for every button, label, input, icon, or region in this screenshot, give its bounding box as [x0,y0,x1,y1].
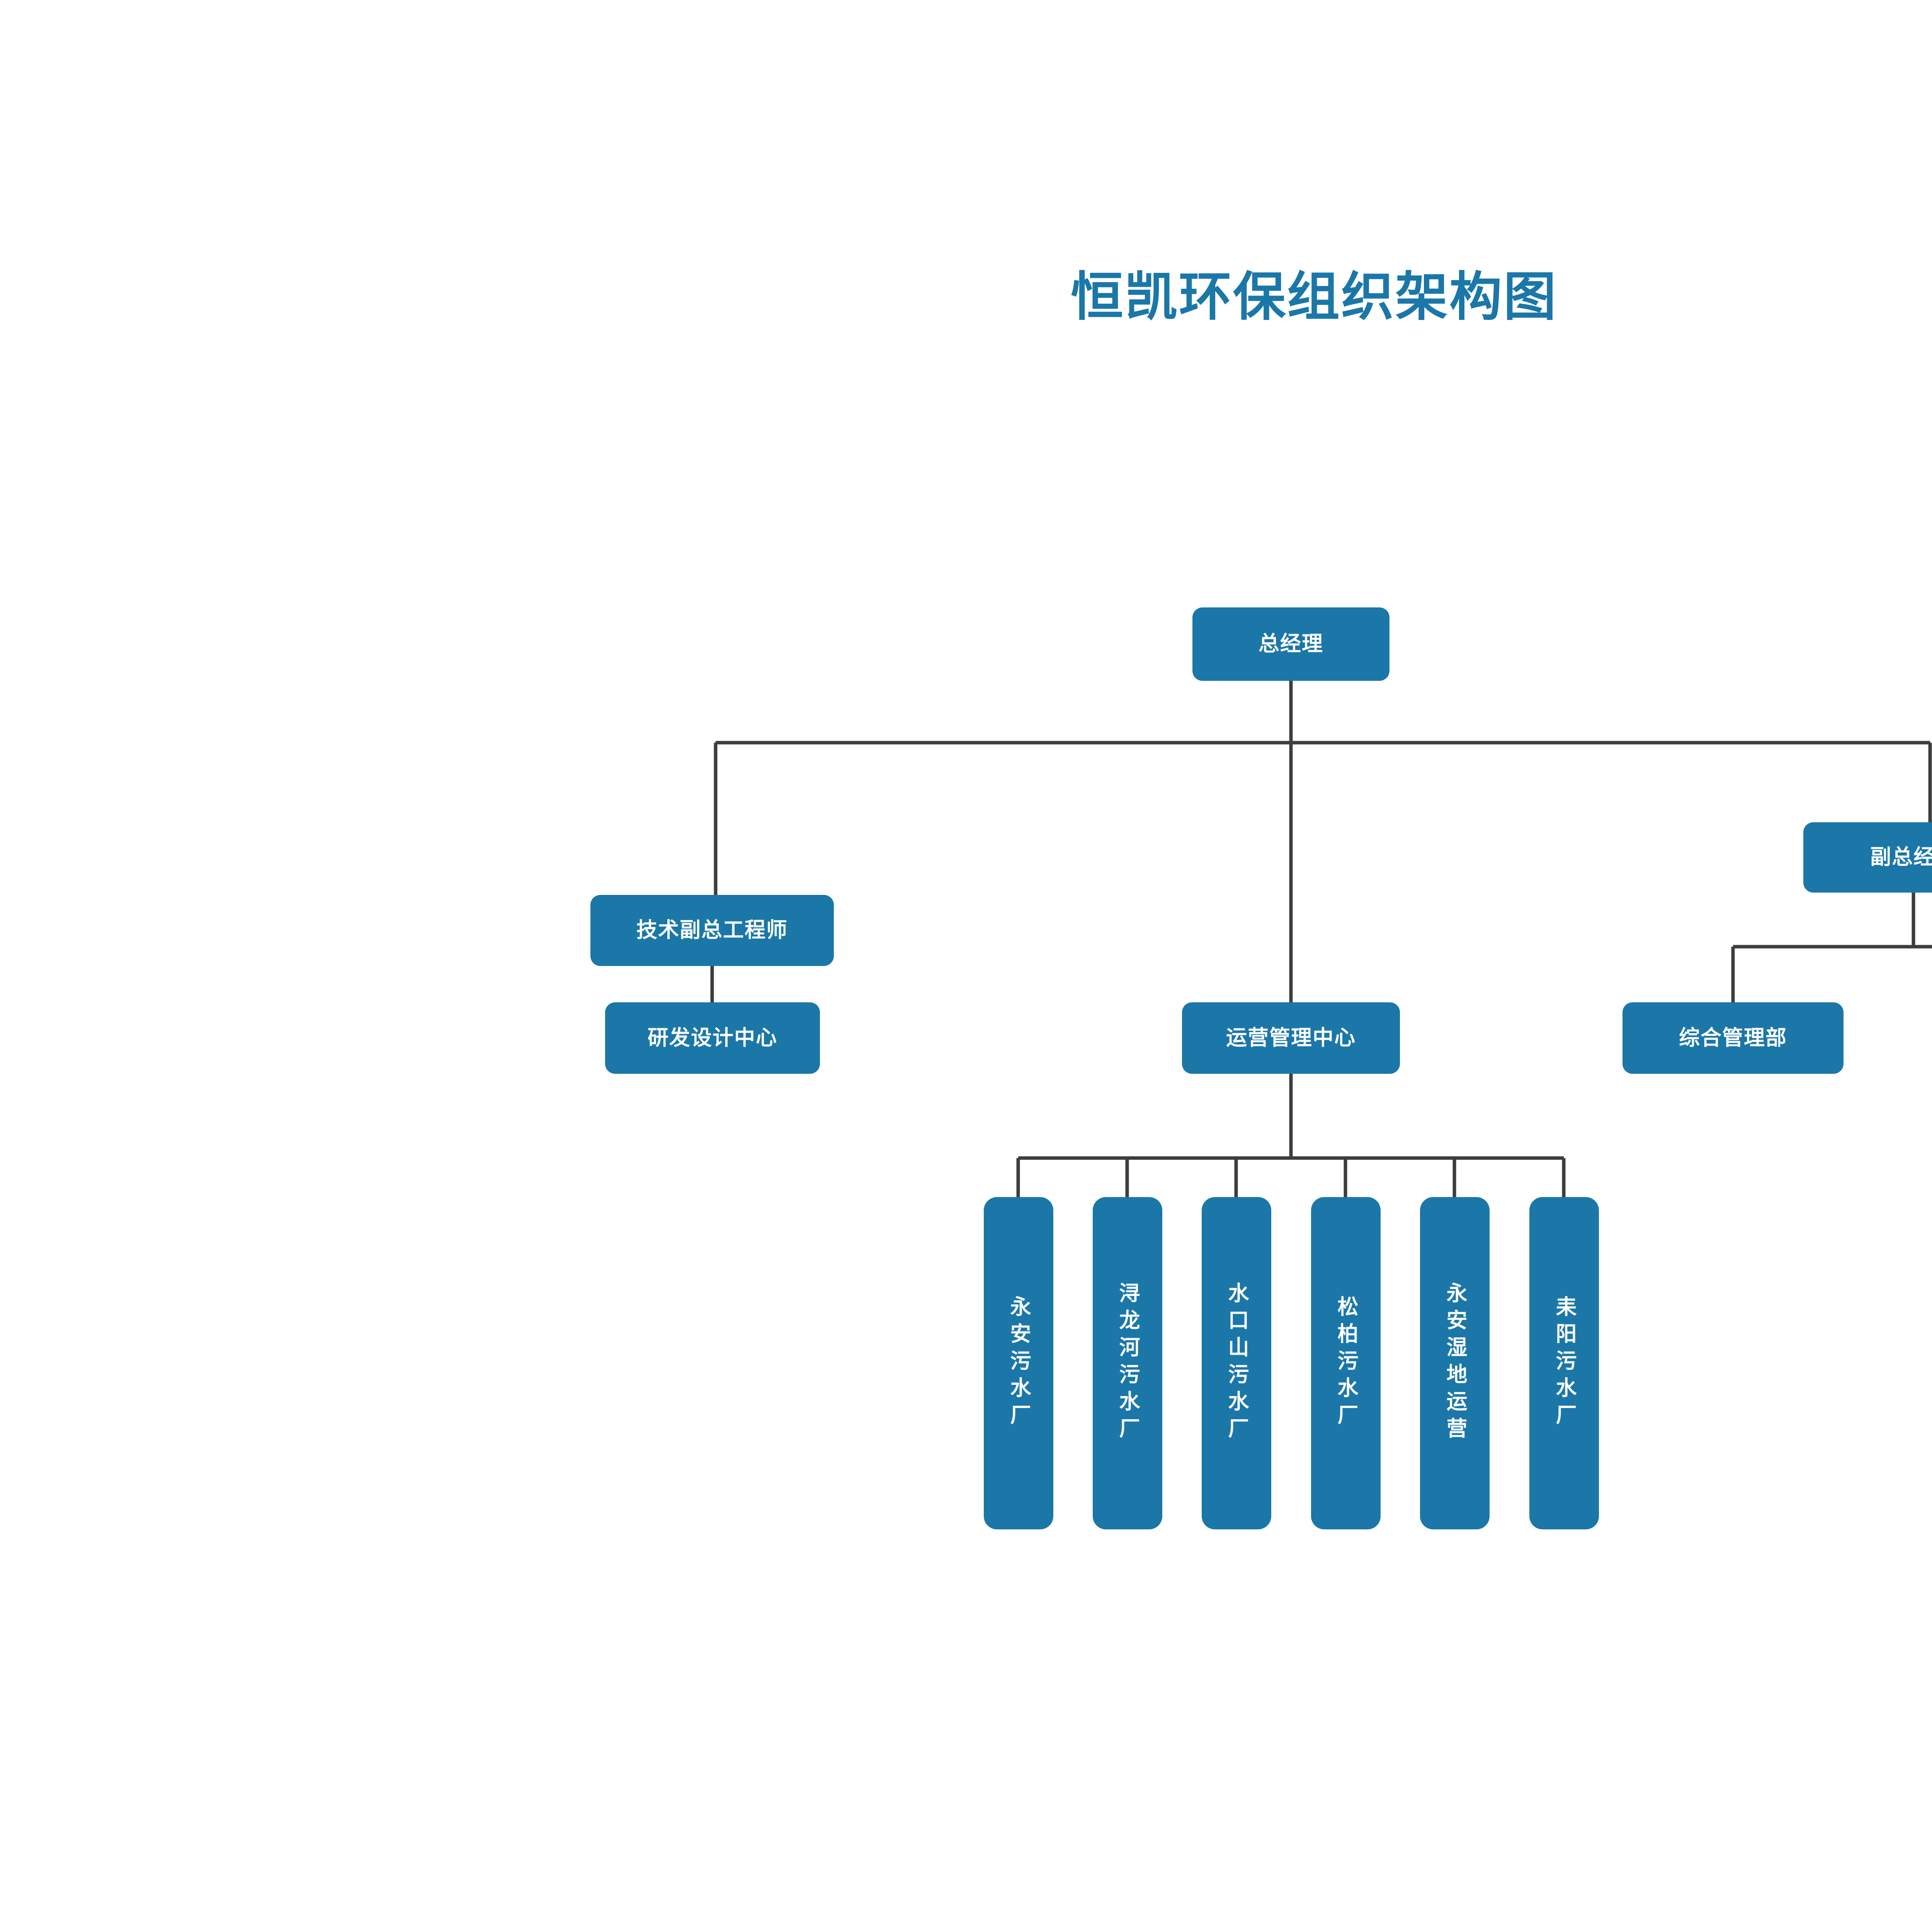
node-rd-design-center[interactable]: 研发设计中心 [605,1002,820,1074]
node-label: 副总经理 [1870,845,1932,869]
node-plant-yongan-wastewater[interactable]: 永安污水厂 [984,1197,1053,1529]
node-label: 水口山污水厂 [1225,1282,1248,1444]
node-label: 永安湿地运营 [1443,1282,1466,1444]
node-general-administration-dept[interactable]: 综合管理部 [1622,1002,1844,1074]
node-plant-songbai-wastewater[interactable]: 松柏污水厂 [1311,1197,1381,1529]
node-plant-xunlonghe-wastewater[interactable]: 浔龙河污水厂 [1093,1197,1162,1529]
node-label: 永安污水厂 [1007,1296,1030,1431]
node-label: 综合管理部 [1679,1026,1787,1049]
node-plant-shuikoushan-wastewater[interactable]: 水口山污水厂 [1202,1197,1271,1529]
node-label: 运营管理中心 [1226,1026,1356,1049]
node-plant-yongan-wetland-operations[interactable]: 永安湿地运营 [1420,1197,1490,1529]
node-deputy-general-manager[interactable]: 副总经理 [1803,822,1932,893]
node-general-manager[interactable]: 总经理 [1192,607,1389,681]
node-label: 松柏污水厂 [1334,1296,1357,1431]
node-technical-deputy-chief-engineer[interactable]: 技术副总工程师 [590,895,834,966]
page-title: 恒凯环保组织架构图 [1071,267,1558,326]
node-label: 浔龙河污水厂 [1116,1282,1139,1444]
node-plant-leiyang-wastewater[interactable]: 耒阳污水厂 [1529,1197,1599,1529]
node-label: 研发设计中心 [648,1026,777,1049]
node-label: 耒阳污水厂 [1553,1296,1576,1431]
node-operations-management-center[interactable]: 运营管理中心 [1182,1002,1400,1074]
node-label: 技术副总工程师 [636,918,788,942]
node-label: 总经理 [1259,632,1323,656]
